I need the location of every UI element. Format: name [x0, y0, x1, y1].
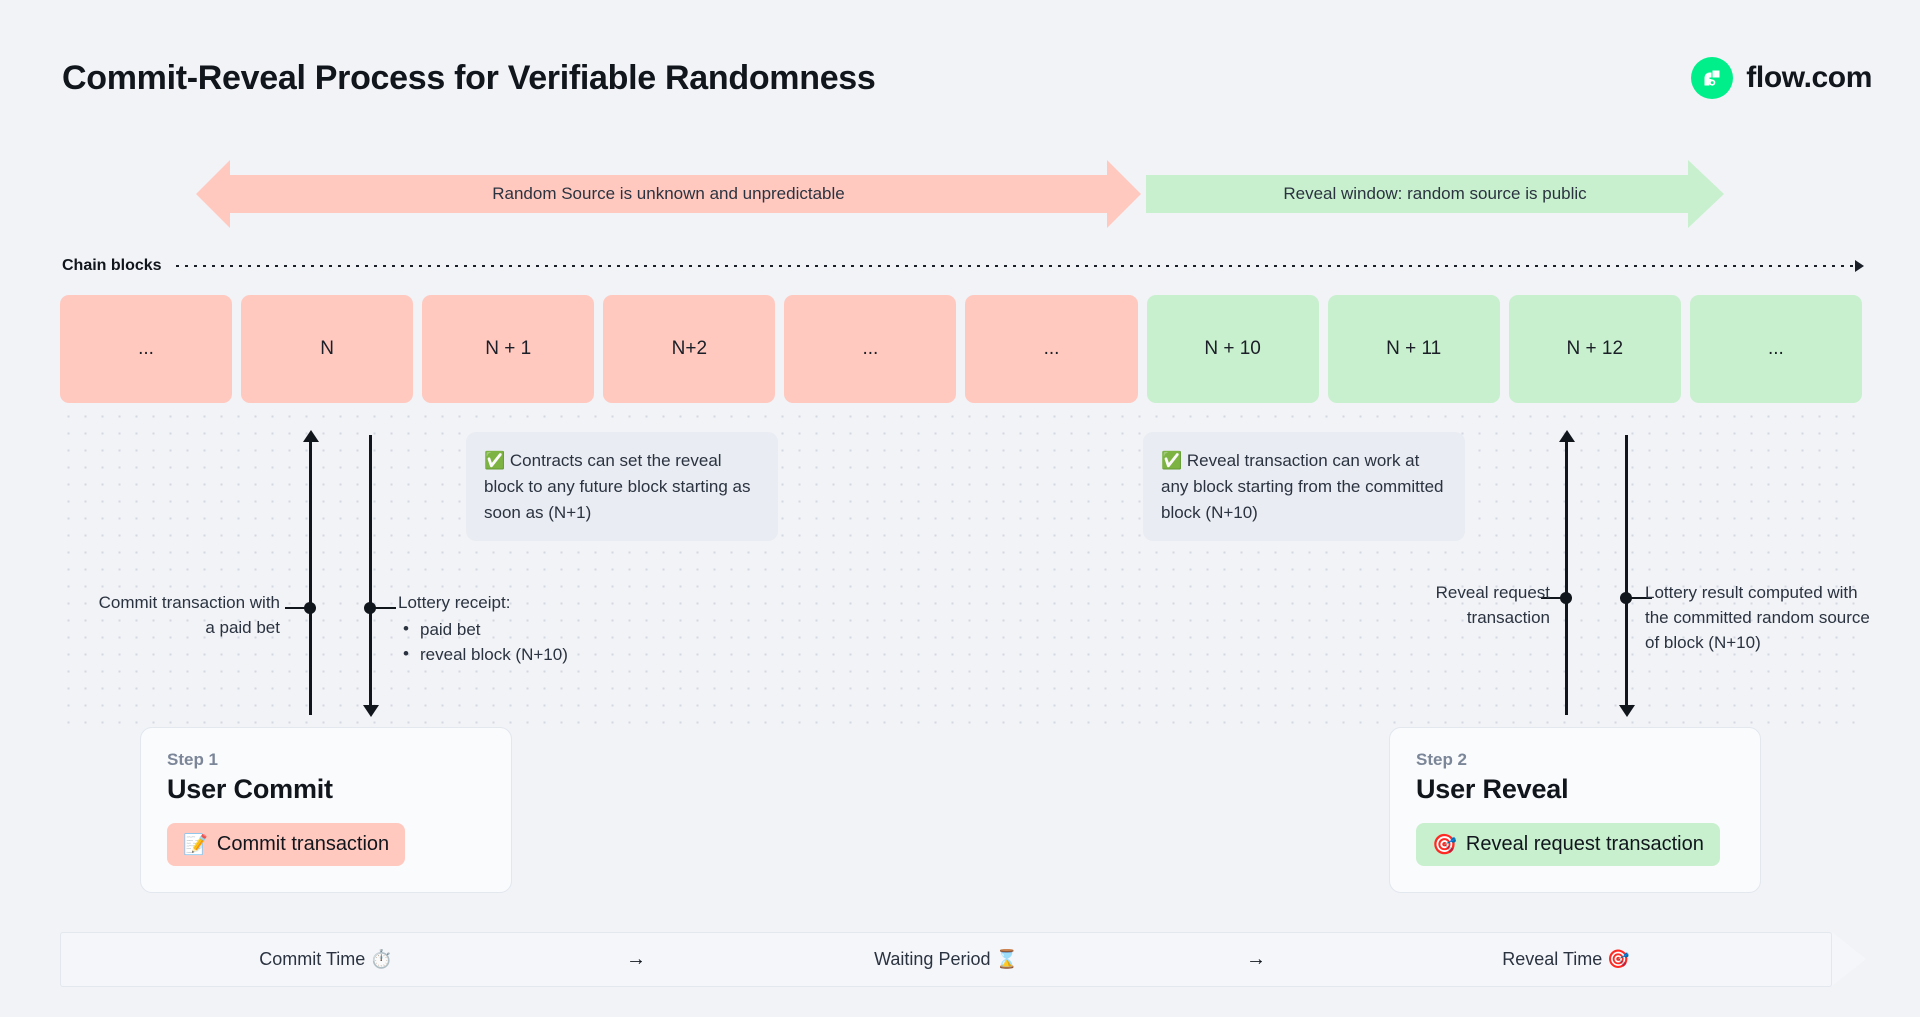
chain-block[interactable]: ... — [60, 295, 233, 403]
chain-block[interactable]: N + 12 — [1508, 295, 1681, 403]
banner-reveal-phase: Reveal window: random source is public — [1146, 160, 1724, 228]
target-icon: 🎯 — [1432, 834, 1457, 856]
callout-commit-text: Contracts can set the reveal block to an… — [484, 451, 751, 522]
timeline-commit-time: Commit Time ⏱️ — [259, 949, 393, 969]
check-icon: ✅ — [1161, 451, 1183, 470]
banner-unknown-label: Random Source is unknown and unpredictab… — [492, 184, 845, 203]
result-node-stub — [1630, 597, 1652, 599]
brand-name: flow.com — [1746, 61, 1872, 94]
step-title: User Reveal — [1416, 774, 1569, 804]
annotation-commit-transaction: Commit transaction with a paid bet — [98, 593, 280, 638]
list-item: reveal block (N+10) — [398, 641, 658, 667]
result-node-dot — [1620, 592, 1632, 604]
reveal-request-transaction-label: Reveal request transaction — [1465, 833, 1704, 855]
commit-transaction-label: Commit transaction — [216, 833, 390, 855]
receipt-node-dot — [364, 602, 376, 614]
lottery-receipt-list: paid bet reveal block (N+10) — [398, 616, 658, 667]
chain-block[interactable]: N + 10 — [1146, 295, 1319, 403]
callout-contracts-reveal-block: ✅ Contracts can set the reveal block to … — [466, 432, 778, 542]
chain-blocks-label: Chain blocks — [62, 257, 162, 274]
step-card-user-reveal[interactable]: Step 2 User Reveal 🎯 Reveal request tran… — [1389, 727, 1761, 893]
reveal-node-stub — [1541, 597, 1563, 599]
page-title: Commit-Reveal Process for Verifiable Ran… — [62, 58, 876, 97]
flow-logo-icon — [1691, 57, 1734, 99]
dotted-background — [60, 408, 1862, 728]
memo-icon: 📝 — [183, 834, 208, 856]
receipt-node-stub — [374, 607, 396, 609]
reveal-node-dot — [1560, 592, 1572, 604]
commit-up-line — [309, 440, 312, 715]
timeline-arrowhead-icon — [1832, 932, 1866, 986]
step-kicker: Step 1 — [167, 750, 219, 769]
chain-block[interactable]: ... — [784, 295, 957, 403]
step-title: User Commit — [167, 774, 333, 804]
chain-block[interactable]: N — [241, 295, 414, 403]
commit-node-dot — [304, 602, 316, 614]
reveal-up-arrowhead-icon — [1559, 430, 1575, 442]
reveal-request-transaction-pill[interactable]: 🎯 Reveal request transaction — [1416, 823, 1720, 866]
chain-block[interactable]: N+2 — [603, 295, 776, 403]
callout-reveal-transaction: ✅ Reveal transaction can work at any blo… — [1143, 432, 1465, 542]
banner-reveal-label: Reveal window: random source is public — [1283, 184, 1587, 203]
phase-timeline: Commit Time ⏱️ → Waiting Period ⌛ → Reve… — [60, 932, 1832, 987]
step-kicker: Step 2 — [1416, 750, 1468, 769]
callout-reveal-text: Reveal transaction can work at any block… — [1161, 451, 1444, 522]
axis-arrowhead-icon — [1855, 260, 1864, 272]
annotation-lottery-result: Lottery result computed with the committ… — [1645, 583, 1870, 653]
commit-node-stub — [285, 607, 307, 609]
step-card-user-commit[interactable]: Step 1 User Commit 📝 Commit transaction — [140, 727, 512, 893]
chain-axis-dotted-line — [175, 260, 1864, 272]
header: Commit-Reveal Process for Verifiable Ran… — [62, 48, 1872, 108]
timeline-arrow-icon: → — [1246, 948, 1266, 970]
commit-transaction-pill[interactable]: 📝 Commit transaction — [167, 823, 406, 866]
lottery-receipt-title: Lottery receipt: — [398, 593, 511, 612]
chain-block[interactable]: ... — [1689, 295, 1862, 403]
timeline-reveal-time: Reveal Time 🎯 — [1502, 949, 1630, 969]
commit-up-arrowhead-icon — [303, 430, 319, 442]
annotation-lottery-receipt: Lottery receipt: paid bet reveal block (… — [398, 590, 658, 667]
result-down-arrowhead-icon — [1619, 705, 1635, 717]
result-down-line — [1625, 435, 1628, 710]
banner-unknown-phase: Random Source is unknown and unpredictab… — [196, 160, 1141, 228]
timeline-waiting-period: Waiting Period ⌛ — [874, 949, 1018, 969]
chain-block[interactable]: ... — [965, 295, 1138, 403]
list-item: paid bet — [398, 616, 658, 642]
check-icon: ✅ — [484, 451, 506, 470]
chain-block[interactable]: N + 1 — [422, 295, 595, 403]
chain-blocks-axis: Chain blocks — [62, 255, 1864, 277]
annotation-reveal-request: Reveal request transaction — [1435, 583, 1550, 628]
receipt-down-line — [369, 435, 372, 710]
chain-block[interactable]: N + 11 — [1327, 295, 1500, 403]
timeline-arrow-icon: → — [626, 948, 646, 970]
chain-block-row: ... N N + 1 N+2 ... ... N + 10 N + 11 N … — [60, 295, 1862, 403]
receipt-down-arrowhead-icon — [363, 705, 379, 717]
reveal-up-line — [1565, 440, 1568, 715]
brand-logo: flow.com — [1691, 57, 1872, 99]
phase-banners: Random Source is unknown and unpredictab… — [196, 160, 1724, 228]
